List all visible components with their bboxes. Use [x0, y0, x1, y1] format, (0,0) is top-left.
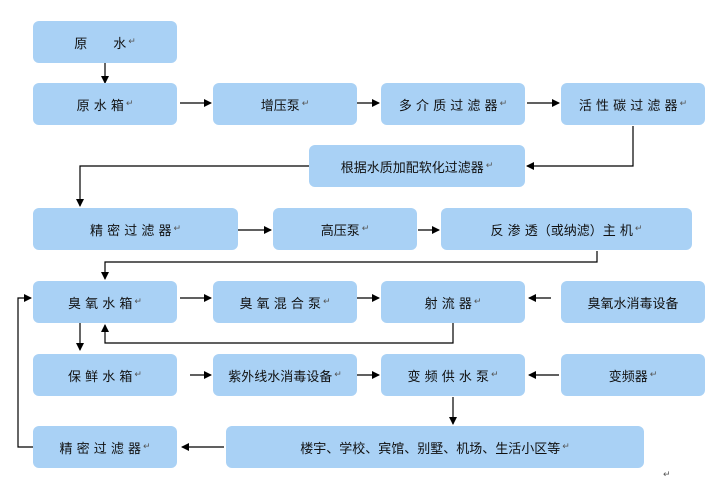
fresh-tank-box: 保 鲜 水 箱↵ [33, 354, 177, 396]
ozone-mix-pump-box: 臭 氧 混 合 泵↵ [213, 281, 357, 323]
ro-host-box: 反 渗 透（或纳滤）主 机↵ [441, 208, 692, 250]
softening-filter-label: 根据水质加配软化过滤器 [340, 160, 484, 176]
paragraph-mark-icon: ↵ [679, 99, 688, 109]
paragraph-mark-icon: ↵ [134, 297, 142, 307]
multimedia-filter-label: 多 介 质 过 滤 器 [398, 98, 498, 114]
precision-filter-1-label: 精 密 过 滤 器 [89, 223, 172, 239]
booster-pump-label: 增压泵 [260, 98, 300, 114]
raw-water-label: 原 水 [74, 36, 127, 52]
booster-pump-box: 增压泵↵ [213, 83, 357, 125]
carbon-filter-label: 活 性 碳 过 滤 器 [578, 98, 678, 114]
multimedia-filter-box: 多 介 质 过 滤 器↵ [381, 83, 525, 125]
raw-water-tank-label: 原 水 箱 [76, 98, 124, 114]
ozone-tank-box: 臭 氧 水 箱↵ [33, 281, 177, 323]
paragraph-mark-icon: ↵ [173, 224, 182, 234]
jet-flow-label: 射 流 器 [424, 296, 472, 312]
carbon-filter-box: 活 性 碳 过 滤 器↵ [561, 83, 705, 125]
paragraph-mark-icon: ↵ [142, 442, 151, 452]
paragraph-mark-icon: ↵ [663, 470, 671, 480]
raw-water-tank-box: 原 水 箱↵ [33, 83, 177, 125]
end-users-box: 楼宇、学校、宾馆、别墅、机场、生活小区等↵ [226, 426, 644, 468]
end-users-label: 楼宇、学校、宾馆、别墅、机场、生活小区等 [300, 441, 561, 457]
uv-disinfect-label: 紫外线水消毒设备 [228, 369, 333, 385]
paragraph-mark-icon: ↵ [485, 161, 494, 171]
inverter-label: 变频器 [608, 369, 648, 385]
precision-filter-2-box: 精 密 过 滤 器↵ [33, 426, 177, 468]
paragraph-mark-icon: ↵ [361, 224, 370, 234]
paragraph-mark-icon: ↵ [649, 370, 658, 380]
uv-disinfect-box: 紫外线水消毒设备↵ [213, 354, 357, 396]
high-pressure-pump-box: 高压泵↵ [273, 208, 417, 250]
arrow-softening-to-precision [76, 165, 309, 207]
paragraph-mark-icon: ↵ [334, 370, 342, 380]
paragraph-mark-icon: ↵ [473, 297, 482, 307]
ro-host-label: 反 渗 透（或纳滤）主 机 [490, 223, 633, 239]
paragraph-mark-icon: ↵ [562, 442, 570, 452]
paragraph-mark-icon: ↵ [634, 224, 643, 234]
precision-filter-1-box: 精 密 过 滤 器↵ [33, 208, 238, 250]
arrow-carbon-to-softening [526, 126, 634, 170]
ozone-disinfect-label: 臭氧水消毒设备 [587, 296, 679, 312]
raw-water-box: 原 水↵ [33, 21, 177, 63]
vfd-pump-label: 变 频 供 水 泵 [407, 369, 489, 385]
ozone-tank-label: 臭 氧 水 箱 [68, 296, 133, 312]
ozone-disinfect-box: 臭氧水消毒设备 [561, 281, 705, 323]
fresh-tank-label: 保 鲜 水 箱 [68, 369, 133, 385]
precision-filter-2-label: 精 密 过 滤 器 [59, 441, 141, 457]
high-pressure-pump-label: 高压泵 [320, 223, 360, 239]
softening-filter-box: 根据水质加配软化过滤器↵ [309, 145, 525, 187]
paragraph-mark-icon: ↵ [499, 99, 508, 109]
paragraph-mark-icon: ↵ [125, 99, 134, 109]
paragraph-mark-icon: ↵ [322, 297, 331, 307]
arrow-ro-to-ozone-tank [101, 251, 598, 280]
paragraph-mark-icon: ↵ [301, 99, 310, 109]
arrow-jet-to-ozone-tank [101, 323, 454, 344]
paragraph-mark-icon: ↵ [128, 37, 136, 47]
ozone-mix-pump-label: 臭 氧 混 合 泵 [239, 296, 321, 312]
jet-flow-box: 射 流 器↵ [381, 281, 525, 323]
paragraph-mark-icon: ↵ [134, 370, 142, 380]
inverter-box: 变频器↵ [561, 354, 705, 396]
paragraph-mark-icon: ↵ [490, 370, 499, 380]
vfd-pump-box: 变 频 供 水 泵↵ [381, 354, 525, 396]
arrow-precision2-to-ozone-tank [17, 294, 33, 448]
